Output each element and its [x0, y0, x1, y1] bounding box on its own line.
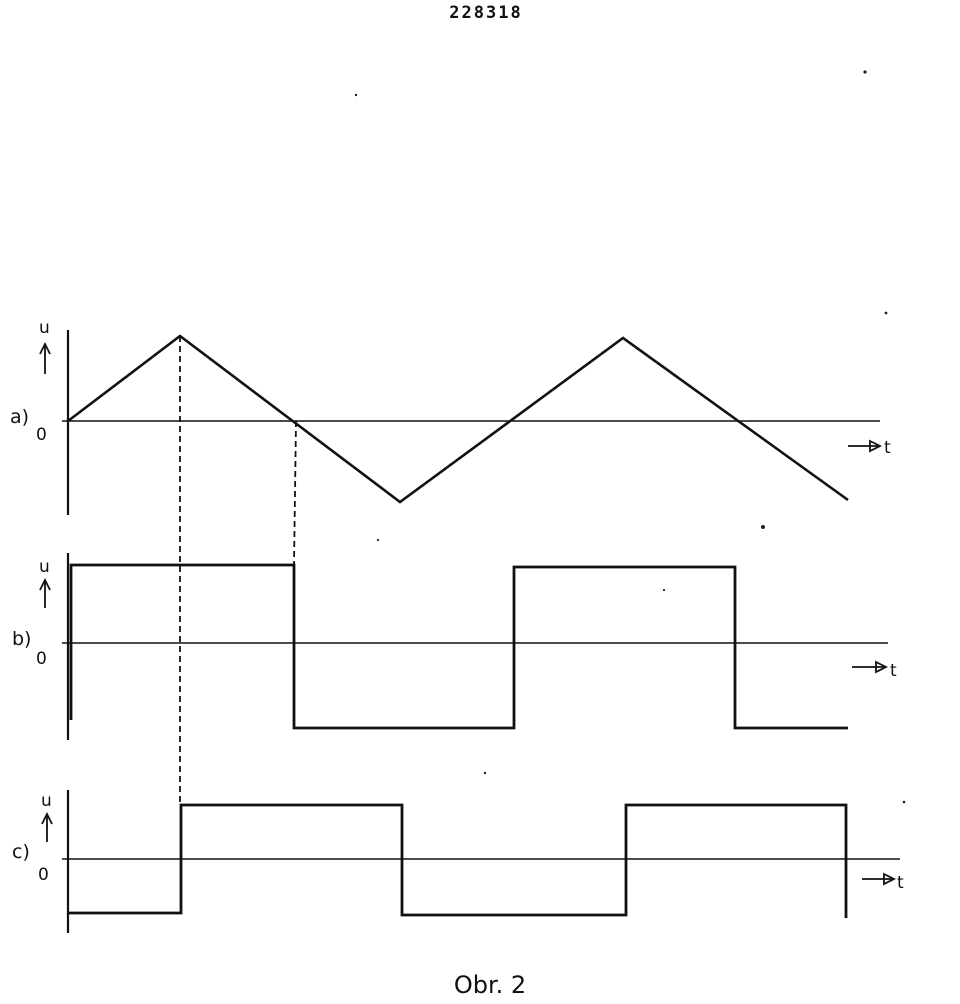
panel-c-x-arrow-icon [862, 872, 897, 886]
panel-c: c) u 0 t [12, 790, 904, 933]
panel-c-label: c) [12, 841, 30, 863]
panel-a-origin-label: 0 [36, 425, 47, 445]
panel-b-x-arrow-icon [852, 660, 889, 674]
document-number: 228318 [449, 3, 522, 23]
panel-c-y-label: u [41, 791, 52, 811]
panel-b-x-label: t [890, 661, 897, 681]
panel-a-x-label: t [884, 438, 891, 458]
figure-caption: Obr. 2 [454, 971, 526, 999]
panel-c-x-label: t [897, 873, 904, 893]
panel-c-origin-label: 0 [38, 865, 49, 885]
panel-a: a) u 0 t [10, 318, 891, 515]
panel-a-y-arrow-icon [39, 341, 51, 374]
panel-b-y-arrow-icon [39, 577, 51, 608]
panel-a-triangle-wave [67, 334, 849, 504]
panel-c-y-arrow-icon [41, 811, 53, 842]
panel-b-y-label: u [39, 557, 50, 577]
panel-b-origin-label: 0 [36, 649, 47, 669]
scan-specks [354, 70, 906, 804]
panel-b-square-wave [69, 563, 848, 730]
panel-a-x-arrow-icon [848, 439, 883, 453]
panel-b-label: b) [12, 628, 31, 650]
alignment-guides [179, 336, 297, 805]
panel-b: b) u 0 t [12, 553, 897, 740]
panel-c-square-wave [68, 803, 848, 918]
panel-a-label: a) [10, 406, 29, 428]
panel-a-y-label: u [39, 318, 50, 338]
zero-crossing-dashed-line [293, 420, 297, 566]
